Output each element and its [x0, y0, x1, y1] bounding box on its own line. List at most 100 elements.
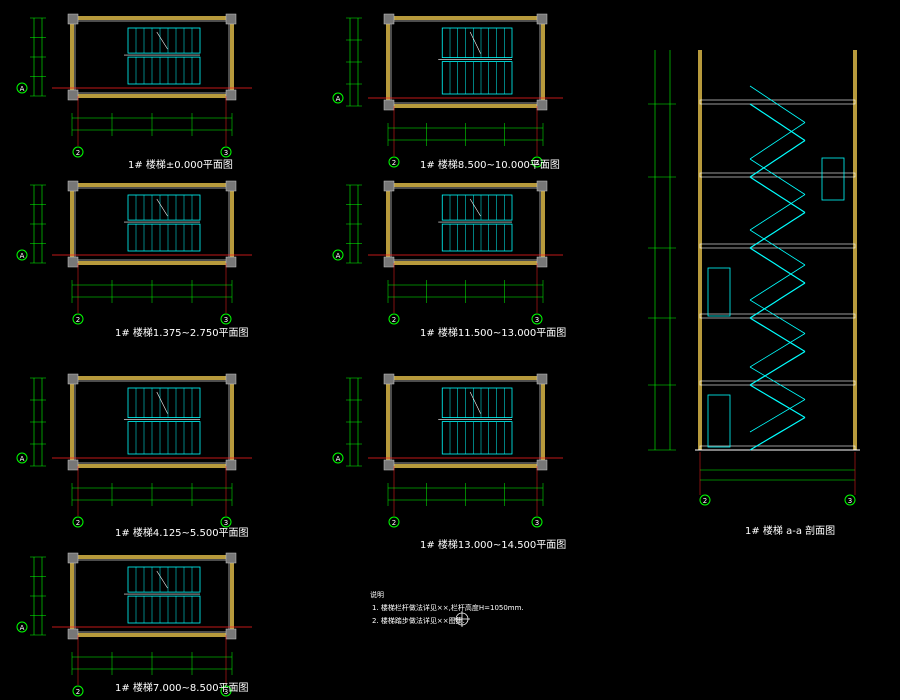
section-window — [707, 267, 731, 317]
column — [383, 256, 395, 268]
grid-bubble — [332, 249, 344, 261]
floor-slab — [699, 99, 856, 105]
grid-bubble-label: A — [20, 85, 25, 93]
walk-line — [469, 198, 481, 217]
walk-line — [156, 391, 168, 414]
plan-inner-wall — [390, 187, 541, 261]
floor-slab — [699, 380, 856, 386]
grid-bubble-label: 2 — [76, 688, 80, 696]
grid-bubble-label: A — [336, 252, 341, 260]
grid-bubble — [72, 516, 84, 528]
stair-flight-lower — [127, 223, 201, 252]
grid-bubble-2: 2 — [388, 156, 400, 168]
notes-item-1: 1. 楼梯栏杆做法详见××,栏杆高度H=1050mm. — [372, 604, 524, 612]
grid-bubble-a: A — [332, 249, 344, 261]
column — [536, 459, 548, 471]
stair-plan-5: 2 3 A — [332, 13, 563, 168]
stair-flight-lower — [441, 223, 513, 252]
plan-inner-wall — [74, 559, 230, 633]
grid-bubble-2: 2 — [388, 313, 400, 325]
column — [536, 256, 548, 268]
grid-bubble-3: 3 — [220, 685, 232, 697]
stair-flight-section — [749, 384, 806, 419]
grid-bubble — [220, 516, 232, 528]
grid-bubble-label: 2 — [392, 519, 396, 527]
grid-bubble — [388, 156, 400, 168]
column — [67, 180, 79, 192]
section-window — [821, 157, 845, 201]
plan-inner-wall — [390, 20, 541, 104]
stair-flight-upper — [127, 387, 201, 419]
stair-flight-upper — [127, 27, 201, 54]
column — [225, 459, 237, 471]
column — [536, 99, 548, 111]
handrail-section — [749, 333, 806, 368]
column — [67, 552, 79, 564]
stair-flight-upper — [441, 194, 513, 221]
notes-title: 说明 — [370, 591, 384, 599]
column — [383, 459, 395, 471]
stair-flight-section — [749, 176, 806, 214]
plan-caption: 1# 楼梯±0.000平面图 — [128, 160, 233, 171]
plan-caption: 1# 楼梯13.000~14.500平面图 — [420, 540, 567, 551]
grid-bubble-a: A — [16, 621, 28, 633]
stair-plan-4: 2 3 A — [16, 552, 252, 697]
grid-bubble-label: 2 — [76, 316, 80, 324]
grid-bubble-label: A — [336, 95, 341, 103]
grid-bubble-label: 3 — [535, 316, 539, 324]
column — [225, 180, 237, 192]
stair-flight-section — [749, 247, 806, 284]
column — [536, 180, 548, 192]
section-window — [707, 394, 731, 448]
stair-flight-lower — [441, 421, 513, 455]
plan-inner-wall — [74, 20, 230, 94]
grid-bubble — [16, 621, 28, 633]
grid-bubble — [220, 685, 232, 697]
handrail-section — [749, 122, 806, 160]
handrail-section — [749, 264, 806, 301]
stair-flight-section — [749, 211, 806, 249]
handrail-section — [749, 229, 806, 266]
plan-caption: 1# 楼梯8.500~10.000平面图 — [420, 160, 560, 171]
column — [67, 256, 79, 268]
grid-bubble — [16, 249, 28, 261]
grid-bubble-2: 2 — [72, 516, 84, 528]
grid-bubble-3: 3 — [531, 156, 543, 168]
grid-bubble-3: 3 — [531, 516, 543, 528]
stair-flight-upper — [127, 194, 201, 221]
grid-bubble-label: A — [336, 455, 341, 463]
walk-line — [156, 198, 168, 217]
column — [383, 99, 395, 111]
stair-flight-lower — [127, 56, 201, 85]
plan-walls — [70, 376, 234, 468]
plan-caption: 1# 楼梯4.125~5.500平面图 — [115, 528, 249, 539]
grid-bubble-label: 2 — [703, 497, 707, 505]
plan-walls — [70, 183, 234, 265]
grid-bubble-3: 3 — [531, 313, 543, 325]
grid-bubble-label: 3 — [224, 519, 228, 527]
handrail-section — [749, 366, 806, 400]
handrail-section — [749, 158, 806, 195]
grid-bubble — [531, 313, 543, 325]
stair-flight-upper — [441, 387, 513, 419]
grid-bubble-label: 2 — [392, 159, 396, 167]
column — [383, 13, 395, 25]
grid-bubble-a: A — [16, 249, 28, 261]
walk-line — [469, 31, 481, 54]
column — [225, 13, 237, 25]
column — [536, 373, 548, 385]
grid-bubble — [388, 516, 400, 528]
grid-bubble-label: 3 — [224, 149, 228, 157]
grid-bubble — [220, 313, 232, 325]
stair-flight-lower — [441, 61, 513, 95]
plan-caption: 1# 楼梯1.375~2.750平面图 — [115, 328, 249, 339]
grid-bubble-label: A — [20, 624, 25, 632]
column — [67, 459, 79, 471]
grid-bubble — [72, 146, 84, 158]
stair-flight-section — [749, 140, 806, 178]
plan-walls — [386, 16, 545, 108]
stair-flight-section — [749, 350, 806, 386]
floor-slab — [699, 313, 856, 319]
